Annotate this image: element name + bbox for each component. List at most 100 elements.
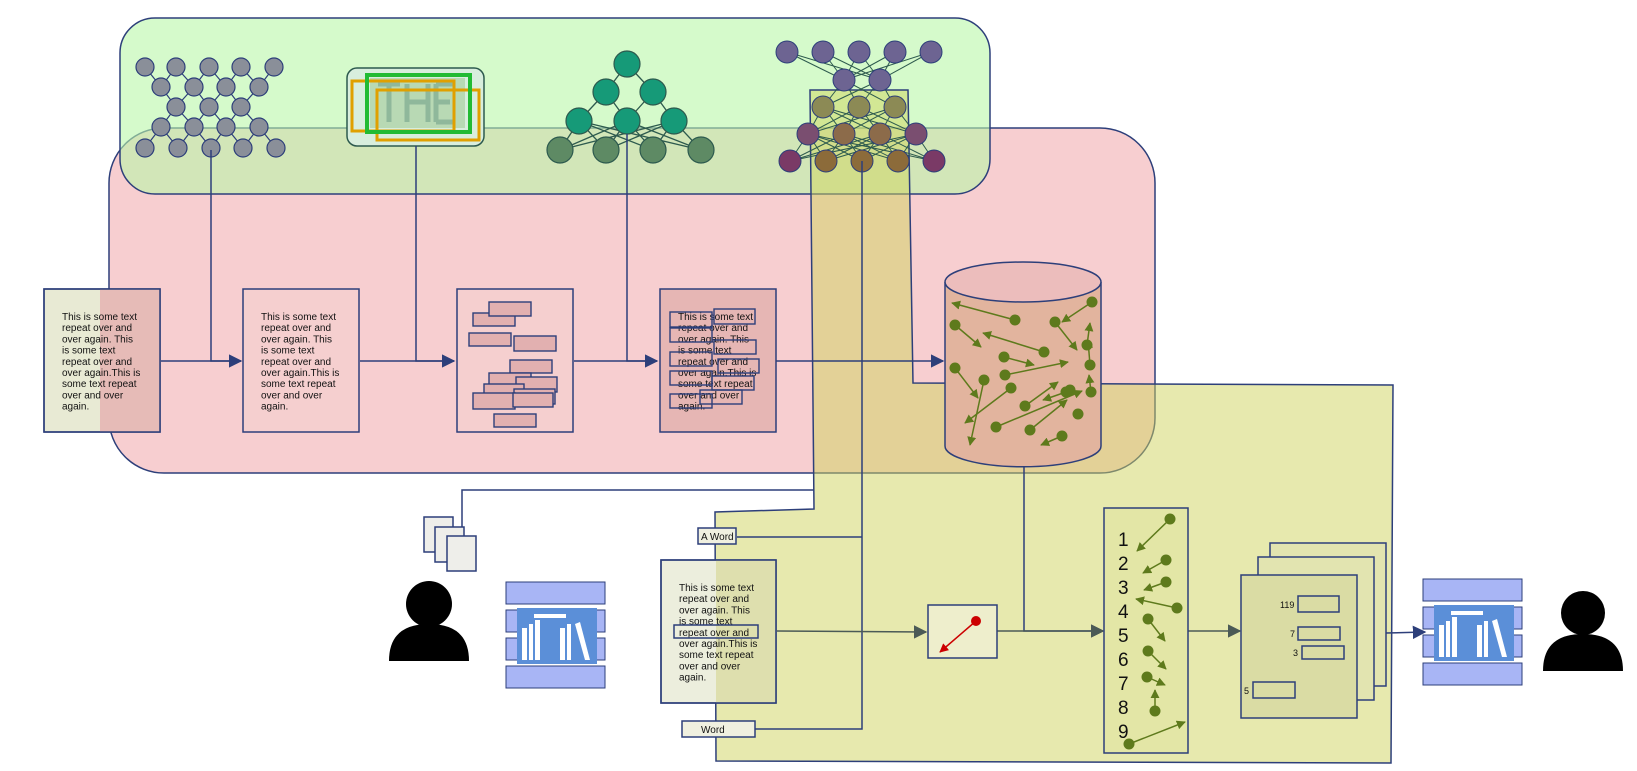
graph-node	[135, 138, 155, 158]
graph-network-gray	[135, 57, 286, 158]
graph-node	[1005, 382, 1017, 394]
document-text-line: is some text	[678, 346, 732, 357]
graph-node	[1056, 430, 1068, 442]
document-text-line: This is some text	[679, 583, 754, 594]
document-text-line: again.	[679, 673, 706, 684]
sequence-arrow	[1136, 518, 1171, 552]
document-text-line: some text repeat	[678, 379, 753, 390]
person-icon-right	[1543, 591, 1623, 671]
stack-value: 7	[1290, 629, 1295, 639]
tree-node	[687, 136, 715, 164]
sequence-number: 6	[1118, 650, 1129, 671]
graph-arrow	[954, 324, 982, 348]
tree-network-teal	[546, 50, 715, 164]
graph-node	[949, 362, 961, 374]
word-box	[493, 413, 537, 428]
dense-node	[775, 40, 799, 64]
graph-arrow	[951, 300, 1016, 321]
graph-node	[1019, 400, 1031, 412]
flow-arrow	[776, 625, 928, 639]
tree-node	[660, 107, 688, 135]
graph-node	[199, 97, 219, 117]
sequence-number: 1	[1118, 530, 1129, 551]
sequence-number: 5	[1118, 626, 1129, 647]
dense-node	[883, 40, 907, 64]
word-label: Word	[701, 725, 725, 736]
document-text-line: over and over	[678, 390, 740, 401]
dense-node	[883, 95, 907, 119]
annotation-box	[669, 351, 713, 367]
document-text-line: again.	[62, 402, 89, 413]
word-box-a-word: A Word	[697, 527, 737, 545]
graph-node	[1081, 339, 1093, 351]
graph-node	[949, 319, 961, 331]
graph-node	[266, 138, 286, 158]
document-text-line: some text repeat	[679, 650, 754, 661]
dense-edge	[843, 51, 932, 81]
document-text-line: again.	[261, 402, 288, 413]
annotation-box	[717, 358, 760, 374]
dense-edge	[789, 133, 917, 162]
document-text-line: some text repeat	[62, 379, 137, 390]
bounding-box-image	[346, 67, 485, 147]
document-text-line: repeat over and	[261, 357, 331, 368]
sequence-arrow	[1128, 720, 1186, 745]
document-text-line: repeat over and	[678, 357, 748, 368]
graph-node	[998, 351, 1010, 363]
graph-node	[216, 77, 236, 97]
dense-node	[811, 40, 835, 64]
dense-node	[832, 68, 856, 92]
dense-node	[847, 95, 871, 119]
graph-node	[978, 374, 990, 386]
graph-arrow	[964, 387, 1012, 424]
annotation-box	[713, 339, 757, 355]
green-region	[119, 17, 991, 195]
connector-line	[461, 489, 814, 538]
annotation-box	[669, 393, 713, 409]
graph-node	[1024, 424, 1036, 436]
document-text-line: is some text	[679, 617, 733, 628]
graph-node	[184, 77, 204, 97]
sequence-node	[1171, 602, 1183, 614]
library-icon-left	[505, 581, 606, 689]
dense-node	[832, 122, 856, 146]
graph-node	[1084, 359, 1096, 371]
sequence-node	[1164, 513, 1176, 525]
graph-node	[1049, 316, 1061, 328]
dense-node	[868, 68, 892, 92]
document-text-line: repeat over and	[261, 323, 331, 334]
document-text-line: some text repeat	[261, 379, 336, 390]
document-text-line: over again. This	[62, 334, 133, 345]
sequence-node	[1160, 554, 1172, 566]
graph-node	[1072, 408, 1084, 420]
tree-node	[592, 78, 620, 106]
sequence-node	[1141, 671, 1153, 683]
graph-arrow	[1061, 301, 1093, 323]
stack-value: 119	[1280, 600, 1294, 610]
document-text-line: repeat over and	[62, 357, 132, 368]
sequence-node	[1149, 705, 1161, 717]
graph-node	[999, 369, 1011, 381]
graph-node	[199, 57, 219, 77]
library-icon-right	[1422, 578, 1523, 686]
graph-node	[216, 117, 236, 137]
graph-arrow	[1054, 321, 1078, 351]
stacked-pages: 119 7 3 5	[1240, 542, 1387, 719]
tree-node	[546, 136, 574, 164]
dense-node	[811, 95, 835, 119]
database-cylinder-icon	[944, 261, 1102, 468]
graph-arrow	[1024, 381, 1059, 407]
tree-node	[613, 107, 641, 135]
dense-network-purple	[775, 40, 946, 173]
document-text-line: repeat over and	[678, 323, 748, 334]
tree-node	[639, 78, 667, 106]
graph-node	[168, 138, 188, 158]
word-box	[509, 359, 553, 374]
graph-arrow	[982, 331, 1045, 353]
